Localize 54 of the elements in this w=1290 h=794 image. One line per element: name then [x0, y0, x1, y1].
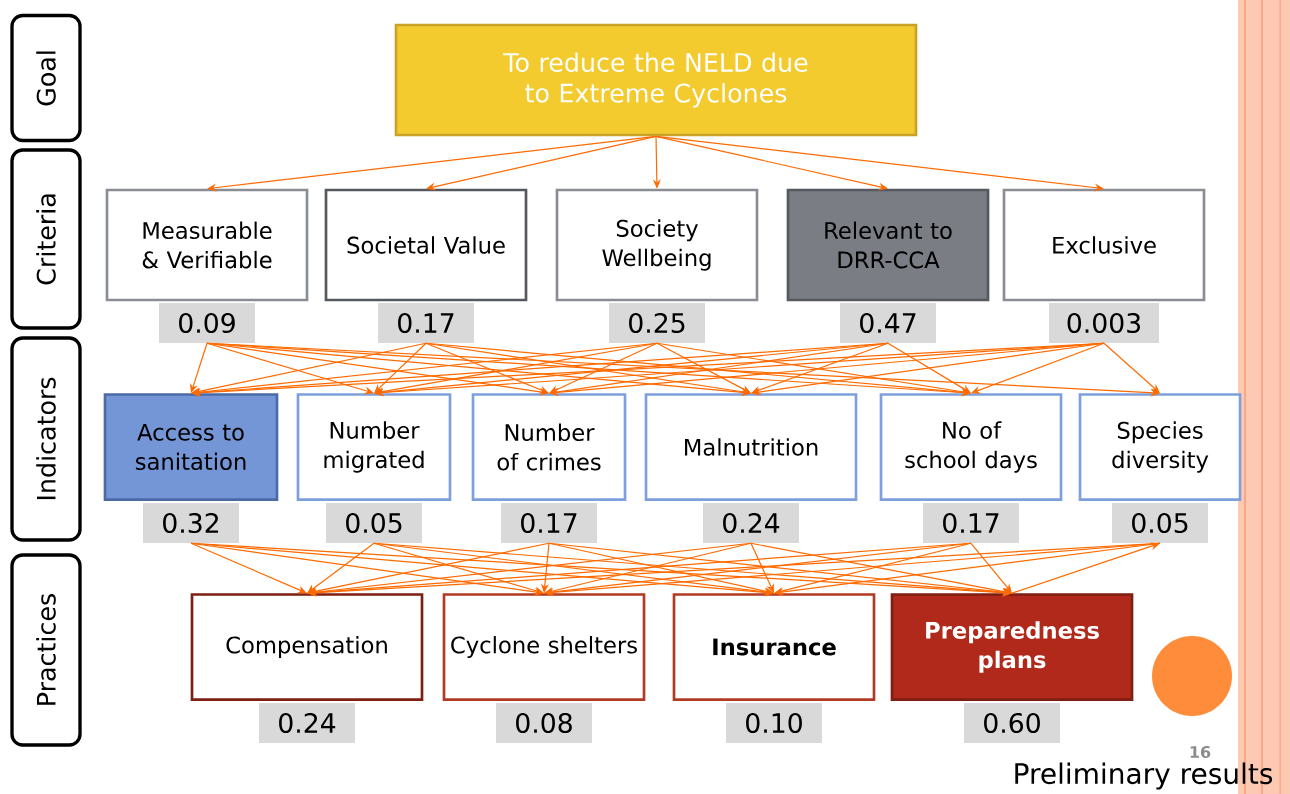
weight-box: 0.60: [964, 703, 1060, 743]
arrow: [373, 542, 544, 595]
indicator-box: Number of crimes: [471, 393, 627, 501]
weight-box: 0.32: [143, 503, 239, 543]
arrow: [774, 542, 972, 595]
arrow: [751, 342, 1105, 396]
weight-box: 0.09: [159, 303, 255, 343]
arrow: [971, 342, 1105, 394]
arrow: [655, 135, 888, 191]
weight-box: 0.24: [259, 703, 355, 743]
arrow: [374, 342, 658, 396]
level-label: Indicators: [10, 336, 82, 542]
weight-box: 0.17: [501, 503, 597, 543]
weight-box: 0.05: [326, 503, 422, 543]
weight-box: 0.05: [1112, 503, 1208, 543]
arrow: [191, 342, 427, 396]
arrow: [1011, 542, 1160, 594]
arrow: [307, 542, 550, 596]
note-text: Preliminary results: [1015, 762, 1273, 790]
weight-box: 0.25: [609, 303, 705, 343]
weight-box: 0.08: [496, 703, 592, 743]
practice-box: Preparedness plans: [890, 593, 1134, 701]
arrow: [751, 342, 889, 394]
weight-box: 0.17: [378, 303, 474, 343]
arrow: [549, 342, 658, 394]
indicator-box: Species diversity: [1078, 393, 1242, 501]
weight-box: 0.24: [703, 503, 799, 543]
indicator-box: Number migrated: [296, 393, 452, 501]
arrow: [206, 342, 374, 395]
criterion-box: Relevant to DRR-CCA: [786, 188, 990, 302]
arrow: [426, 135, 657, 191]
criterion-box: Measurable & Verifiable: [105, 188, 309, 302]
level-label: Criteria: [10, 148, 82, 330]
indicator-box: Access to sanitation: [103, 393, 279, 501]
arrow: [656, 342, 971, 396]
indicator-box: No of school days: [879, 393, 1063, 501]
weight-box: 0.17: [923, 503, 1019, 543]
arrow: [190, 542, 307, 594]
practice-box: Cyclone shelters: [442, 593, 646, 701]
criterion-box: Exclusive: [1002, 188, 1206, 302]
practice-box: Compensation: [190, 593, 424, 701]
weight-box: 0.003: [1049, 303, 1159, 343]
page-number: 16: [1190, 745, 1211, 759]
arrow: [425, 342, 549, 394]
goal-box: To reduce the NELD due to Extreme Cyclones: [394, 23, 918, 137]
criterion-box: Societal Value: [324, 188, 528, 302]
practice-box: Insurance: [672, 593, 876, 701]
arrow: [656, 342, 751, 394]
indicator-box: Malnutrition: [644, 393, 858, 501]
level-label: Goal: [10, 13, 82, 143]
weight-box: 0.10: [726, 703, 822, 743]
weight-box: 0.47: [840, 303, 936, 343]
criterion-box: Society Wellbeing: [555, 188, 759, 302]
level-label: Practices: [10, 553, 82, 747]
